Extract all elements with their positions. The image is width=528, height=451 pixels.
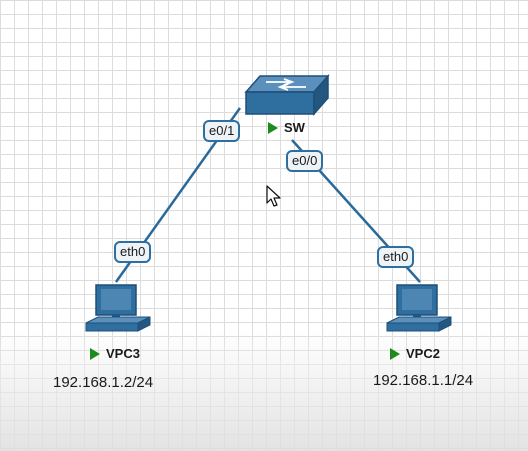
vpc2-name: VPC2 <box>406 346 440 361</box>
switch-icon <box>244 74 330 116</box>
mouse-cursor-icon <box>266 185 281 207</box>
vpc2-ip: 192.168.1.1/24 <box>373 372 474 389</box>
vpc3-name: VPC3 <box>106 346 140 361</box>
running-status-icon <box>90 347 100 360</box>
vpc2-node[interactable] <box>383 283 453 335</box>
iface-sw-e0-0[interactable]: e0/0 <box>286 150 324 172</box>
pc-icon <box>386 284 452 332</box>
running-status-icon <box>390 347 400 360</box>
vpc3-ip: 192.168.1.2/24 <box>53 374 154 391</box>
iface-sw-e0-1[interactable]: e0/1 <box>203 120 241 142</box>
iface-vpc3-eth0[interactable]: eth0 <box>114 241 152 263</box>
running-status-icon <box>268 121 278 134</box>
switch-label: SW <box>268 120 305 135</box>
vpc3-label: VPC3 <box>90 346 140 361</box>
pc-icon <box>85 284 151 332</box>
vpc2-label: VPC2 <box>390 346 440 361</box>
iface-vpc2-eth0[interactable]: eth0 <box>377 246 415 268</box>
switch-name: SW <box>284 120 305 135</box>
switch-node[interactable] <box>244 72 330 120</box>
vpc3-node[interactable] <box>82 283 152 335</box>
